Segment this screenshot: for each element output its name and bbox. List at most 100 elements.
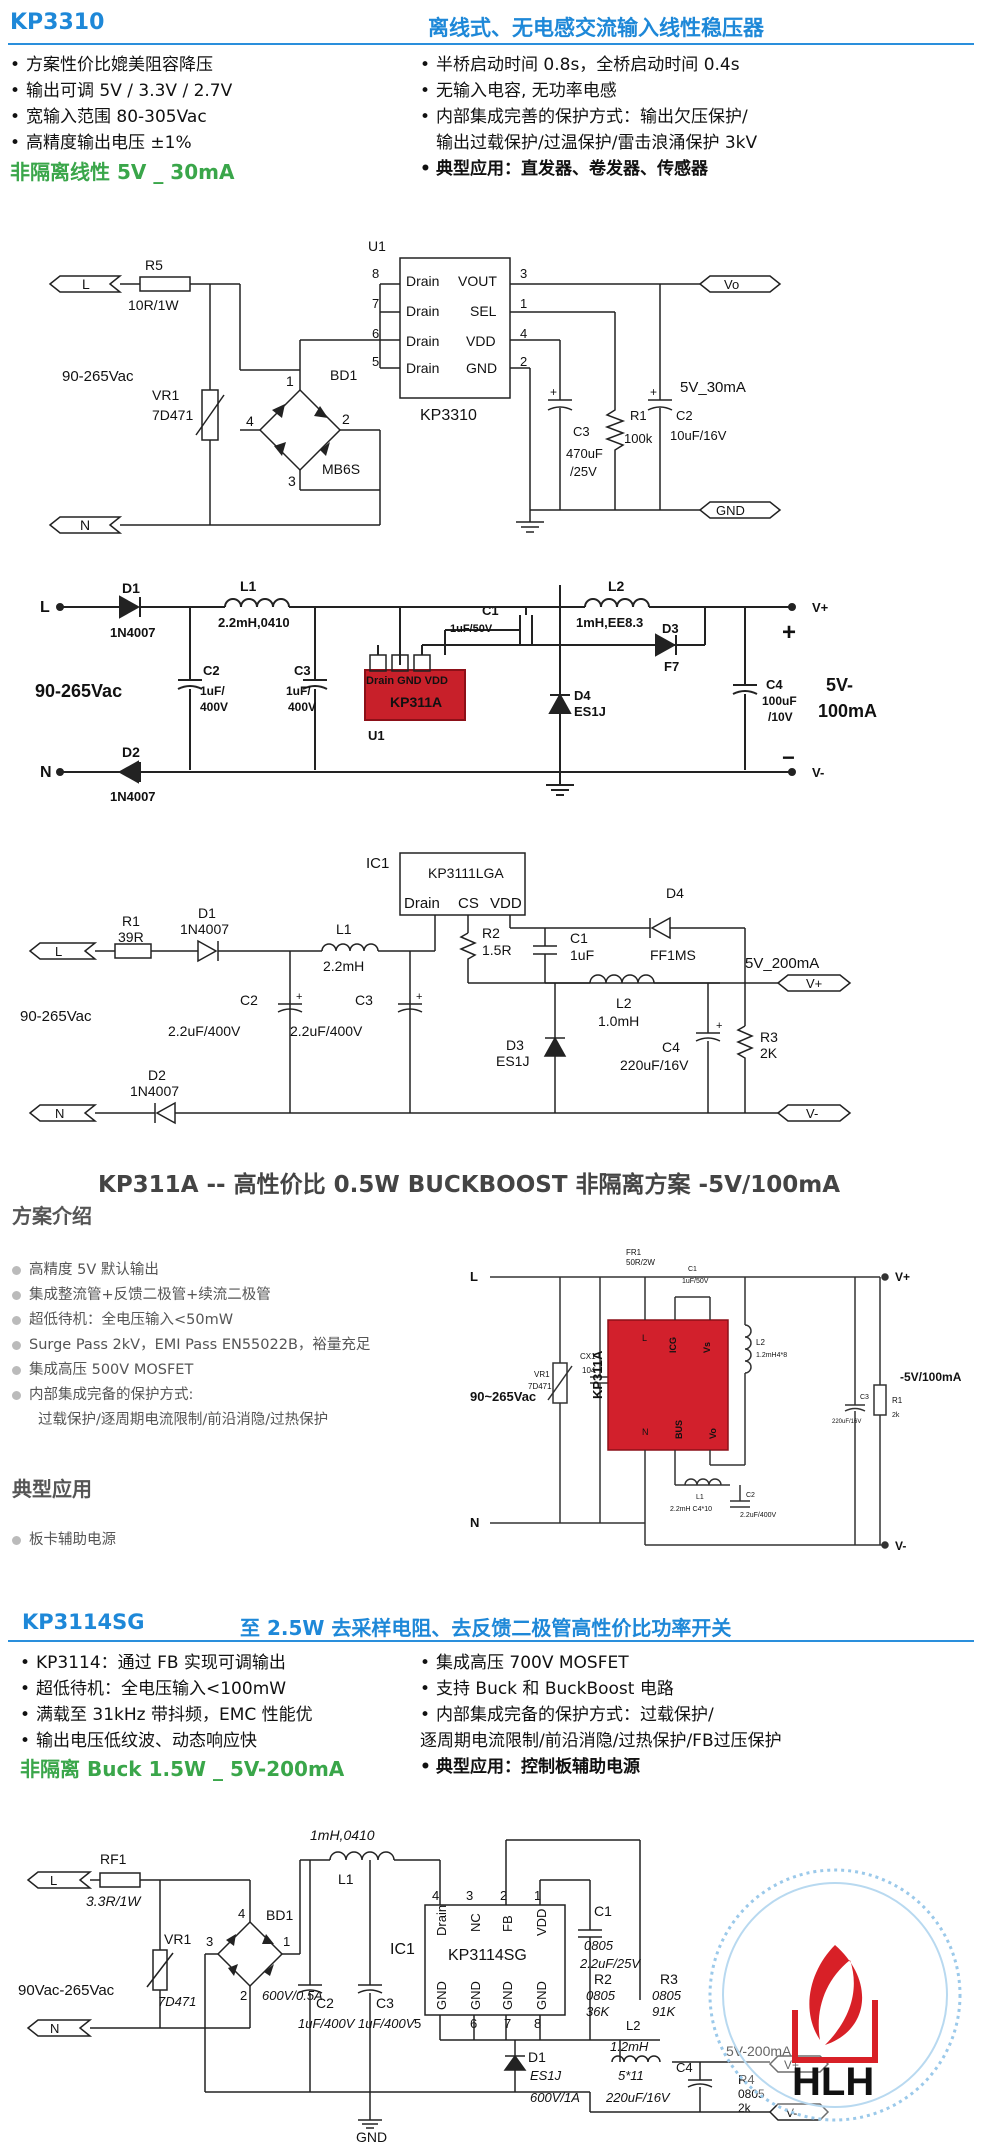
n-label: N [40,764,52,781]
d3-label: D3 [662,621,679,636]
d2-label: D2 [122,744,140,760]
vo-label: Vo [724,277,739,292]
d1-label: D1 [528,2049,546,2065]
r2-label: R2 [594,1971,612,1987]
svg-text:+: + [416,991,422,1003]
r1-value: 2k [892,1412,900,1419]
pin-bus: BUS [674,1420,684,1439]
terminal-n [26,2019,93,2037]
pin-num: 4 [432,1888,439,1903]
feature-item: •半桥启动时间 0.8s，全桥启动时间 0.4s [420,55,740,75]
c2-value: 1uF/ [200,684,225,698]
terminal-l [48,275,123,293]
pin-num: 2 [500,1888,507,1903]
intro-item: 集成高压 500V MOSFET [12,1358,452,1383]
pin-gnd: GND [466,360,497,376]
vplus-label: V+ [806,976,822,991]
r2-value: 1.5R [482,942,512,958]
d1-label: D1 [198,905,216,921]
output-label: 5V-200mA [726,2043,792,2059]
vin-label: 90-265Vac [20,1008,92,1025]
l1-value: 2.2mH,0410 [218,615,290,630]
d1-part: 1N4007 [110,625,156,640]
feature-item: •典型应用：控制板辅助电源 [420,1757,640,1777]
feature-item: •高精度输出电压 ±1% [10,133,192,153]
c3-value: 2.2uF/400V [290,1023,363,1039]
terminal-vo [698,275,782,293]
intro-heading: 方案介绍 [12,1204,92,1228]
pin-drain: Drain [406,360,439,376]
pin-vo: Vo [708,1428,718,1439]
r1-value: 100k [624,431,653,446]
r1-value: 39R [118,929,144,945]
svg-text:+: + [650,385,657,399]
vr1-value: 7D471 [528,1382,552,1391]
pin-vs: Vs [702,1342,712,1353]
cx1-value: 104 [582,1366,596,1375]
r5-value: 10R/1W [128,297,179,313]
pin-fb: FB [500,1915,515,1932]
l-label: L [55,944,62,959]
vplus-label: V+ [812,600,829,615]
pin-num: 7 [504,2016,511,2031]
schematic-kp3310: L R5 10R/1W VR1 7D471 90-265Vac N 1 2 3 … [48,238,782,534]
pin-drain: Drain [406,303,439,319]
plus-sign: + [782,619,796,646]
app-list: 板卡辅助电源 [12,1528,116,1553]
section-title-kp3114sg: 至 2.5W 去采样电阻、去反馈二极管高性价比功率开关 [240,1616,732,1640]
app-heading: 典型应用 [12,1477,92,1501]
c1-value: 1uF [570,947,594,963]
d1-part: 1N4007 [180,921,229,937]
c2-label: C2 [746,1492,755,1499]
intro-item: 内部集成完备的保护方式: [12,1383,452,1408]
rf1-value: 3.3R/1W [86,1893,142,1909]
n-label: N [55,1106,64,1121]
c4-value: /10V [768,710,793,724]
pin-gnd: GND [500,1981,515,2010]
bridge-bd1 [216,1920,284,1988]
c4-label: C4 [766,677,783,692]
header-rule [8,43,974,45]
chip-pins: Drain GND VDD [366,675,448,687]
c4-label: C4 [676,2060,693,2075]
schematic-kp311a: L D1 1N4007 L1 2.2mH,0410 C2 1uF/ 400V C… [35,578,877,804]
terminal-vminus [768,2103,830,2121]
chip-kp3111lga [399,852,526,916]
feature-item: •无输入电容, 无功率电感 [420,81,617,101]
d2-label: D2 [148,1067,166,1083]
intro-item: Surge Pass 2kV，EMI Pass EN55022B，裕量充足 [12,1333,452,1358]
pin-gnd: GND [434,1981,449,2010]
output-label: 100mA [818,701,877,721]
chip-name: KP311A [390,694,442,710]
terminal-n-label: N [80,517,90,533]
c1-label: C1 [482,603,499,618]
chip-kp311a [364,669,466,721]
feature-item: •方案性价比媲美阻容降压 [10,55,213,75]
feature-list-right: •半桥启动时间 0.8s，全桥启动时间 0.4s •无输入电容, 无功率电感 •… [420,52,980,182]
gnd-label: GND [716,503,745,518]
pin-num: 5 [372,354,379,369]
intro-list: 高精度 5V 默认输出 集成整流管+反馈二极管+续流二极管 超低待机：全电压输入… [12,1258,452,1433]
d2-part: 1N4007 [130,1083,179,1099]
pin-num: 3 [520,266,527,281]
c1-value: 1uF/50V [682,1278,709,1285]
pin-num: 6 [372,326,379,341]
r1-label: R1 [892,1396,903,1405]
l1-label: L1 [338,1871,354,1887]
app-item: 板卡辅助电源 [12,1528,116,1553]
chip-name: KP3310 [420,407,477,424]
d3-part: ES1J [496,1053,529,1069]
feature-item: •超低待机：全电压输入<100mW [20,1679,287,1699]
feature-item: •KP3114：通过 FB 实现可调输出 [20,1653,286,1673]
bd1-label: BD1 [266,1907,293,1923]
r1-label: R1 [122,913,140,929]
section-id-kp3310: KP3310 [10,10,105,35]
c1-label: C1 [570,930,588,946]
r4-package: 0805 [738,2087,765,2101]
pin-l: L [642,1333,647,1343]
c3-label: C3 [355,992,373,1008]
green-subtitle: 非隔离线性 5V _ 30mA [10,160,235,184]
r2-label: R2 [482,925,500,941]
d3-part: F7 [664,659,679,674]
d1-part: ES1J [530,2068,562,2083]
